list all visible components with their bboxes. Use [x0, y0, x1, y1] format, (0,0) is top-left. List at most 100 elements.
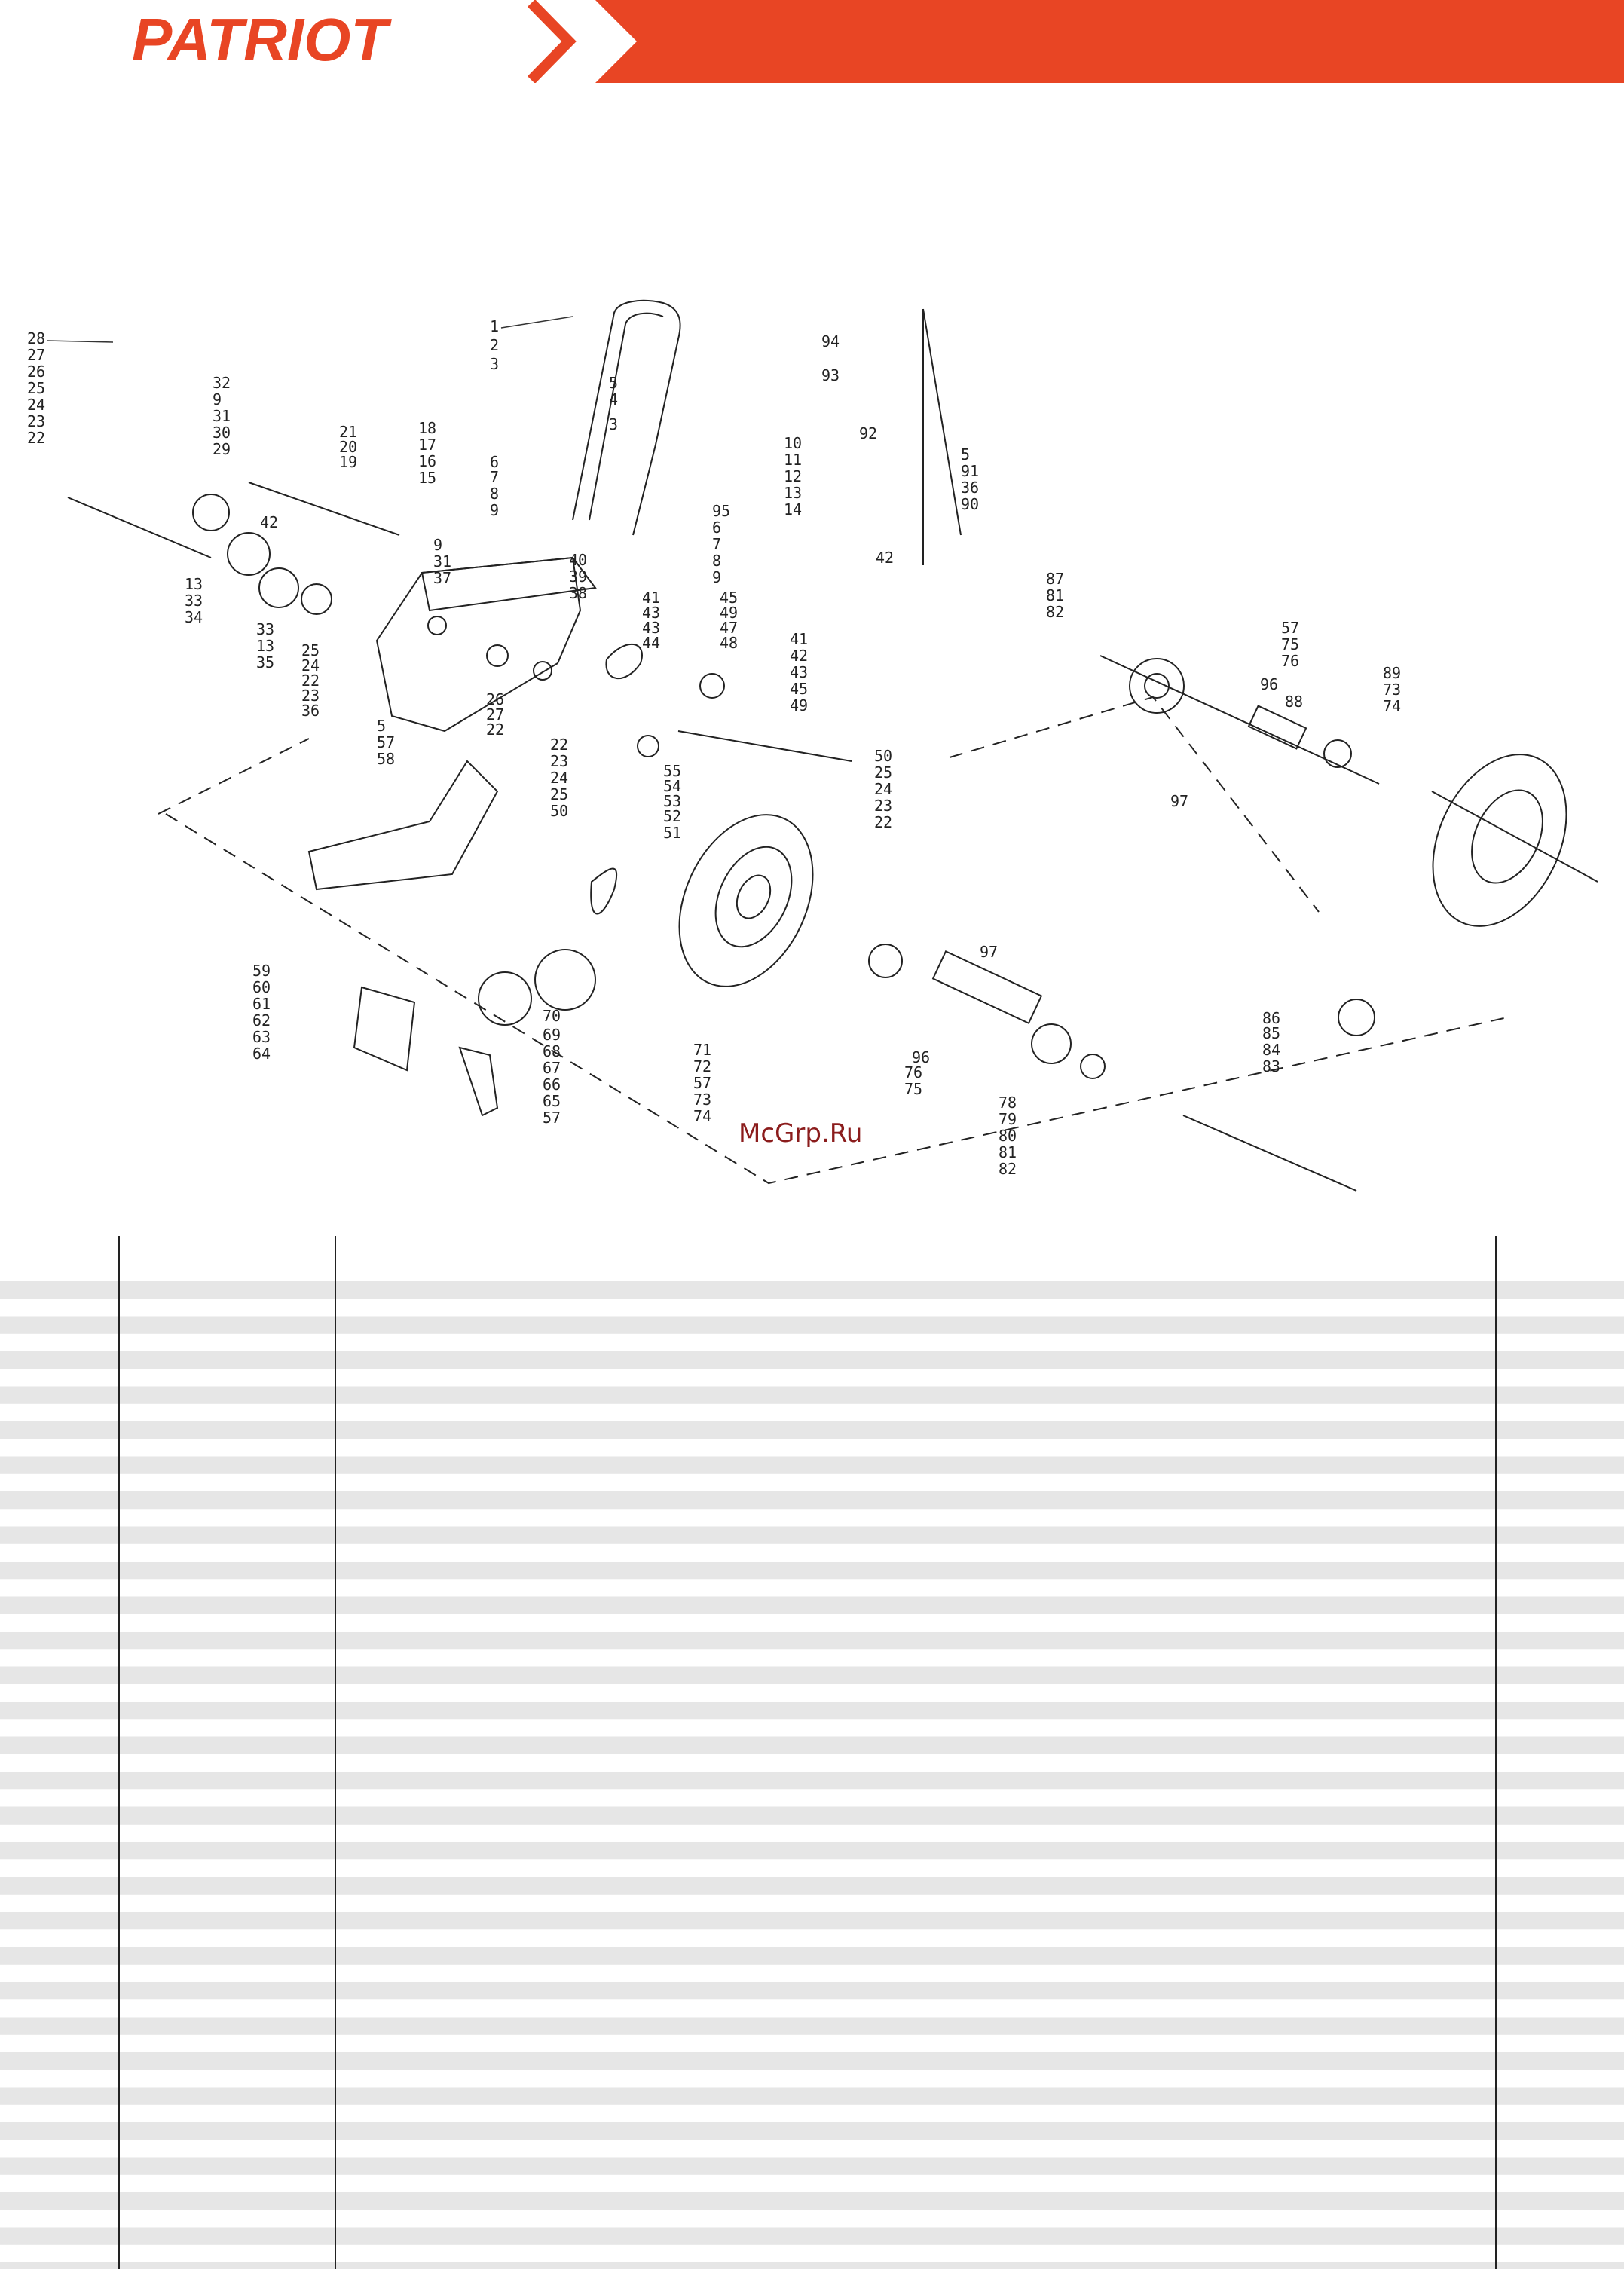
svg-text:91: 91: [961, 462, 979, 480]
svg-text:72: 72: [693, 1057, 711, 1075]
svg-text:9: 9: [213, 390, 222, 408]
svg-text:49: 49: [720, 604, 738, 622]
svg-text:48: 48: [720, 634, 738, 652]
svg-text:50: 50: [550, 802, 568, 820]
svg-text:6: 6: [490, 453, 499, 471]
table-row: [0, 2192, 1624, 2210]
svg-text:66: 66: [543, 1075, 561, 1094]
svg-text:26: 26: [486, 690, 504, 708]
svg-text:16: 16: [418, 452, 436, 470]
svg-text:23: 23: [27, 412, 45, 430]
svg-text:97: 97: [980, 943, 998, 961]
svg-text:42: 42: [260, 513, 278, 531]
svg-text:21: 21: [339, 423, 357, 441]
svg-text:7: 7: [490, 468, 499, 486]
svg-text:71: 71: [693, 1041, 711, 1059]
callout-labels: 28 27 26 25 24 23 22 32 9 31 30 29 42 13…: [27, 316, 1401, 1178]
svg-text:24: 24: [27, 396, 45, 414]
svg-text:33: 33: [185, 592, 203, 610]
svg-text:31: 31: [433, 552, 451, 571]
svg-text:31: 31: [213, 407, 231, 425]
svg-text:9: 9: [490, 501, 499, 519]
svg-text:69: 69: [543, 1026, 561, 1044]
table-row: [0, 2052, 1624, 2070]
svg-text:15: 15: [418, 469, 436, 487]
table-row: [0, 1562, 1624, 1580]
svg-text:13: 13: [256, 637, 274, 655]
svg-text:7: 7: [712, 535, 721, 553]
svg-text:80: 80: [999, 1127, 1017, 1145]
svg-text:6: 6: [712, 519, 721, 537]
table-row: [0, 1666, 1624, 1684]
svg-text:37: 37: [433, 569, 451, 587]
svg-text:70: 70: [543, 1007, 561, 1025]
svg-text:83: 83: [1262, 1057, 1280, 1075]
svg-text:5: 5: [961, 445, 970, 463]
svg-text:35: 35: [256, 653, 274, 671]
table-row: [0, 1596, 1624, 1614]
svg-text:39: 39: [569, 567, 587, 586]
table-row: [0, 1702, 1624, 1720]
svg-text:25: 25: [27, 379, 45, 397]
exploded-parts-diagram: 28 27 26 25 24 23 22 32 9 31 30 29 42 13…: [27, 299, 1598, 1192]
svg-text:64: 64: [252, 1045, 271, 1063]
table-row: [0, 2157, 1624, 2175]
table-row: [0, 1982, 1624, 2000]
svg-text:30: 30: [213, 424, 231, 442]
table-row: [0, 2087, 1624, 2105]
svg-text:32: 32: [213, 374, 231, 392]
table-row: [0, 2017, 1624, 2035]
svg-text:4: 4: [609, 390, 618, 408]
svg-text:17: 17: [418, 436, 436, 454]
header-accent-bar: [595, 0, 1624, 83]
svg-text:33: 33: [256, 620, 274, 638]
svg-text:43: 43: [642, 619, 660, 637]
svg-text:59: 59: [252, 962, 271, 980]
svg-text:42: 42: [876, 549, 894, 567]
svg-text:40: 40: [569, 551, 587, 569]
brand-logo: PATRIOT: [132, 6, 392, 73]
table-row: [0, 2227, 1624, 2245]
svg-text:34: 34: [185, 608, 203, 626]
svg-text:43: 43: [790, 663, 808, 681]
svg-text:57: 57: [693, 1074, 711, 1092]
svg-text:82: 82: [1046, 603, 1064, 621]
table-row: [0, 2262, 1624, 2273]
svg-text:45: 45: [790, 680, 808, 698]
watermark-text: McGrp.Ru: [739, 1118, 862, 1149]
svg-text:74: 74: [693, 1107, 711, 1125]
svg-text:22: 22: [486, 720, 504, 739]
svg-text:74: 74: [1383, 697, 1401, 715]
table-row: [0, 1316, 1624, 1334]
svg-text:1: 1: [490, 317, 499, 335]
svg-text:13: 13: [185, 575, 203, 593]
svg-text:29: 29: [213, 440, 231, 458]
svg-text:8: 8: [712, 552, 721, 570]
svg-text:42: 42: [790, 647, 808, 665]
svg-text:8: 8: [490, 485, 499, 503]
svg-text:24: 24: [874, 780, 892, 798]
svg-text:54: 54: [663, 777, 681, 795]
svg-text:25: 25: [550, 785, 568, 803]
svg-text:96: 96: [1260, 675, 1278, 693]
svg-text:24: 24: [301, 656, 320, 675]
svg-text:51: 51: [663, 824, 681, 842]
svg-text:44: 44: [642, 634, 660, 652]
table-row: [0, 1772, 1624, 1790]
svg-text:87: 87: [1046, 570, 1064, 588]
svg-text:13: 13: [784, 484, 802, 502]
svg-text:67: 67: [543, 1059, 561, 1077]
svg-text:22: 22: [874, 813, 892, 831]
table-row: [0, 1912, 1624, 1930]
svg-text:78: 78: [999, 1094, 1017, 1112]
svg-text:62: 62: [252, 1011, 271, 1029]
parts-table: [0, 1236, 1624, 2273]
svg-text:57: 57: [377, 733, 395, 751]
table-row: [0, 1421, 1624, 1439]
svg-text:81: 81: [999, 1143, 1017, 1161]
svg-text:5: 5: [609, 374, 618, 392]
table-row: [0, 1351, 1624, 1369]
table-row: [0, 1526, 1624, 1544]
svg-text:5: 5: [377, 717, 386, 735]
svg-text:47: 47: [720, 619, 738, 637]
